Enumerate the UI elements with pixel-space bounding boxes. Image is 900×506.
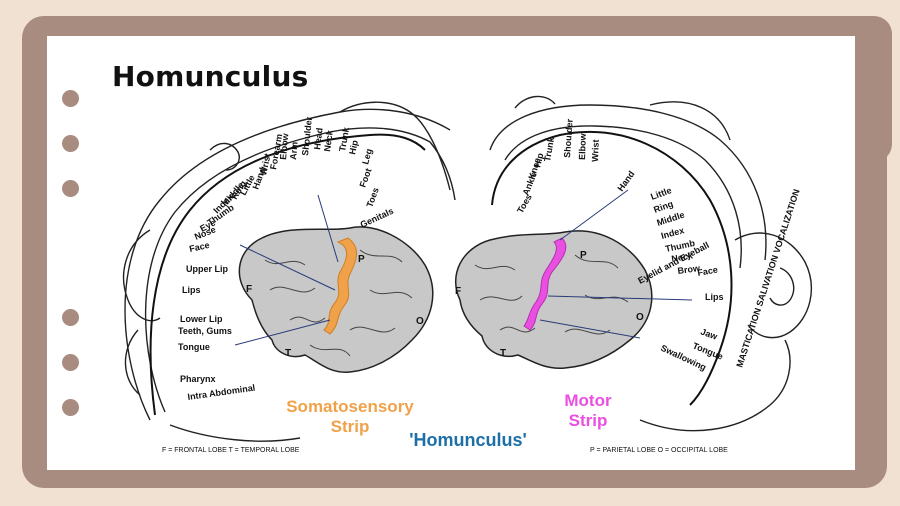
sensory-label-leg: Leg <box>360 147 374 165</box>
sensory-label-nose: Nose <box>193 224 217 242</box>
lobe-letter-occipital-right: O <box>636 312 644 323</box>
center-caption: 'Homunculus' <box>409 430 527 450</box>
lobe-letter-temporal-left: T <box>285 348 291 359</box>
binder-hole <box>62 90 79 107</box>
binder-hole <box>62 354 79 371</box>
sensory-label-toes: Toes <box>364 186 380 209</box>
sensory-label-teeth-gums: Teeth, Gums <box>178 326 232 336</box>
motor-label-hand: Hand <box>615 169 636 193</box>
sensory-label-arm: Arm <box>288 141 300 160</box>
sensory-label-neck: Neck <box>322 129 335 153</box>
legend-right: P = PARIETAL LOBE O = OCCIPITAL LOBE <box>590 447 728 454</box>
motor-label-lips: Lips <box>705 292 724 302</box>
motor-label-jaw: Jaw <box>699 326 719 342</box>
motor-label-brow: Brow <box>677 263 702 276</box>
lobe-letter-parietal-left: P <box>358 254 365 265</box>
sensory-label-lips: Lips <box>182 285 201 295</box>
slide-frame-tab <box>852 16 892 162</box>
somatosensory-caption-line-2: Strip <box>331 417 370 436</box>
motor-label-wrist: Wrist <box>590 139 601 162</box>
sensory-label-shoulder: Shoulder <box>300 116 314 156</box>
somatosensory-caption-line-1: Somatosensory <box>286 397 414 416</box>
lobe-letter-parietal-right: P <box>580 250 587 261</box>
slide-title: Homunculus <box>112 60 309 93</box>
sensory-label-head: Head <box>312 127 325 150</box>
motor-arc <box>491 130 733 406</box>
sensory-label-face: Face <box>188 240 210 254</box>
sensory-label-elbow: Elbow <box>278 132 290 160</box>
legend-left: F = FRONTAL LOBE T = TEMPORAL LOBE <box>162 447 300 454</box>
sensory-label-genitals: Genitals <box>359 206 395 230</box>
motor-homunculus-figure <box>489 95 812 432</box>
binder-hole <box>62 180 79 197</box>
left-brain <box>238 226 434 373</box>
motor-strip <box>523 237 567 331</box>
motor-label-neck: Neck <box>671 250 695 264</box>
right-brain <box>455 230 653 369</box>
motor-label-face: Face <box>697 265 719 278</box>
motor-label-index: Index <box>660 225 685 241</box>
lobe-letter-temporal-right: T <box>500 348 506 359</box>
binder-hole <box>62 309 79 326</box>
binder-hole <box>62 399 79 416</box>
motor-label-toes: Toes <box>515 192 534 215</box>
motor-label-trunk: Trunk <box>542 135 556 162</box>
motor-label-hip: Hip <box>532 152 545 169</box>
sensory-label-hip: Hip <box>347 139 360 156</box>
somatosensory-strip <box>323 237 357 335</box>
sensory-label-trunk: Trunk <box>337 125 351 152</box>
sensory-label-lower-lip: Lower Lip <box>180 314 223 324</box>
motor-caption-line-1: Motor <box>564 391 612 410</box>
sensory-label-upper-lip: Upper Lip <box>186 264 229 274</box>
motor-caption-line-2: Strip <box>569 411 608 430</box>
sensory-label-wrist: Wrist <box>258 152 272 176</box>
motor-label-shoulder: Shoulder <box>562 118 575 158</box>
notebook-paper <box>47 36 855 470</box>
lobe-letter-frontal-right: F <box>455 286 461 297</box>
motor-label-elbow: Elbow <box>577 132 588 160</box>
sensory-label-tongue: Tongue <box>178 342 210 352</box>
sensory-label-pharynx: Pharynx <box>180 374 216 384</box>
sensory-label-foot: Foot <box>357 167 373 189</box>
sensory-label-intra-abdominal: Intra Abdominal <box>187 383 256 402</box>
binder-hole <box>62 135 79 152</box>
sensory-homunculus-figure <box>122 101 456 442</box>
pointer-lines <box>234 189 693 346</box>
sensory-arc <box>149 133 426 416</box>
lobe-letter-frontal-left: F <box>246 284 252 295</box>
lobe-letter-occipital-left: O <box>416 316 424 327</box>
